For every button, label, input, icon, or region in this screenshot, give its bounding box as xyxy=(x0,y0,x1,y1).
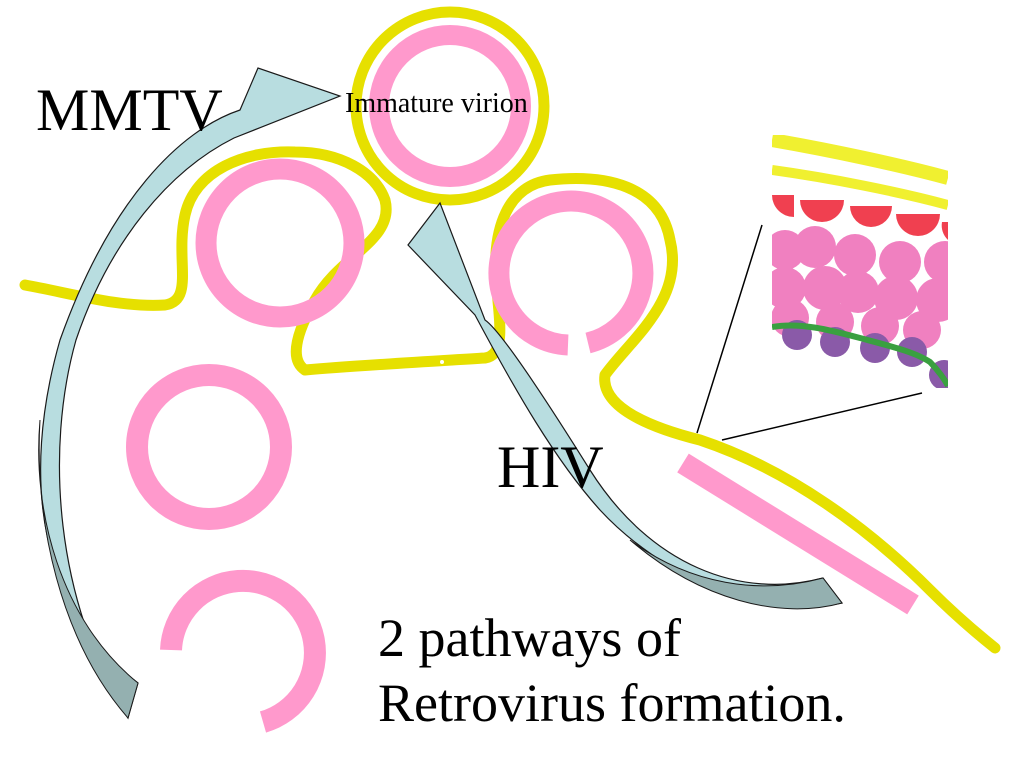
bud-capsid-left xyxy=(195,158,365,328)
caption-line-2: Retrovirus formation. xyxy=(378,672,846,733)
inset-matrix-layer xyxy=(772,195,948,240)
zoom-line-upper xyxy=(696,224,763,434)
assembling-capsid xyxy=(160,569,326,733)
mmtv-arrow-shadow xyxy=(38,419,139,720)
inset-capsid-layer xyxy=(772,226,948,349)
hiv-label: HIV xyxy=(497,434,604,500)
membrane-capsid-strip xyxy=(677,453,919,615)
mmtv-arrow xyxy=(40,67,342,720)
inset-zoom xyxy=(772,135,948,388)
immature-virion-envelope xyxy=(350,6,550,206)
inset-membrane-outer xyxy=(772,135,948,185)
caption: 2 pathways of Retrovirus formation. xyxy=(378,606,846,736)
cytoplasmic-capsid xyxy=(126,364,292,530)
mmtv-label: MMTV xyxy=(36,77,223,143)
inset-membrane-inner xyxy=(772,165,948,210)
cell-membrane xyxy=(19,146,1001,654)
membrane-dot xyxy=(440,360,444,364)
immature-virion-label: Immature virion xyxy=(345,88,528,119)
hiv-arrow-shadow xyxy=(629,539,843,610)
bud-capsid-right-open xyxy=(488,190,654,356)
zoom-line-lower xyxy=(721,392,923,441)
immature-virion-capsid xyxy=(369,25,531,187)
caption-line-1: 2 pathways of xyxy=(378,608,681,668)
inset-rna-strand xyxy=(772,322,948,388)
